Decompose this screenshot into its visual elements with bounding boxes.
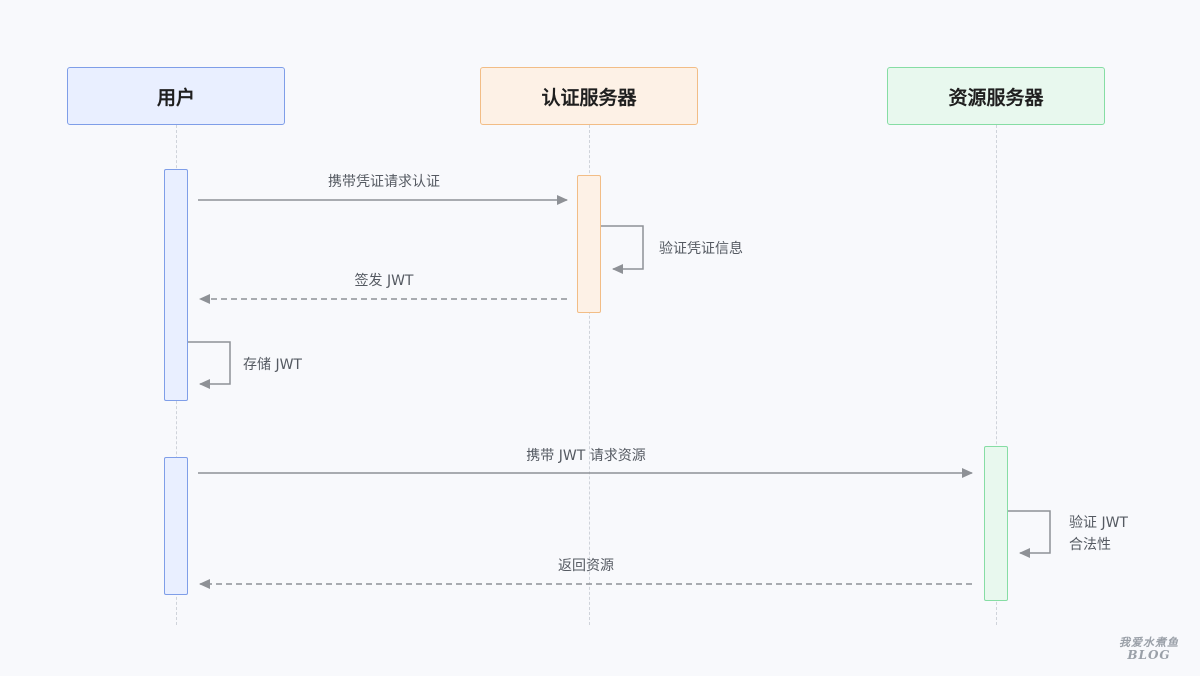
lifeline-auth-server — [589, 125, 590, 625]
message-label-request-auth: 携带凭证请求认证 — [328, 174, 440, 190]
message-arrow-store-jwt — [188, 341, 231, 389]
message-label-verify-jwt-line1: 验证 JWT — [1069, 515, 1128, 531]
lifeline-resource-server — [996, 125, 997, 625]
activation-user-1 — [164, 169, 188, 401]
participant-user: 用户 — [67, 67, 285, 125]
message-label-store-jwt: 存储 JWT — [243, 357, 302, 373]
participant-auth-server: 认证服务器 — [480, 67, 698, 125]
activation-user-2 — [164, 457, 188, 595]
blog-watermark-logo: 我爱水煮鱼 BLOG — [1114, 634, 1184, 664]
message-label-return-resource: 返回资源 — [558, 558, 614, 574]
message-label-verify-jwt-line2: 合法性 — [1069, 537, 1111, 553]
watermark-text: 我爱水煮鱼 — [1119, 636, 1179, 649]
activation-resource-server — [984, 446, 1008, 601]
message-label-request-resource: 携带 JWT 请求资源 — [526, 448, 646, 464]
watermark-blog: BLOG — [1127, 648, 1171, 662]
message-arrow-verify-credentials — [601, 225, 644, 274]
activation-auth-server — [577, 175, 601, 313]
message-label-verify-credentials: 验证凭证信息 — [659, 241, 743, 257]
message-arrow-verify-jwt — [1008, 510, 1051, 558]
participant-resource-server: 资源服务器 — [887, 67, 1105, 125]
message-label-issue-jwt: 签发 JWT — [354, 273, 414, 289]
